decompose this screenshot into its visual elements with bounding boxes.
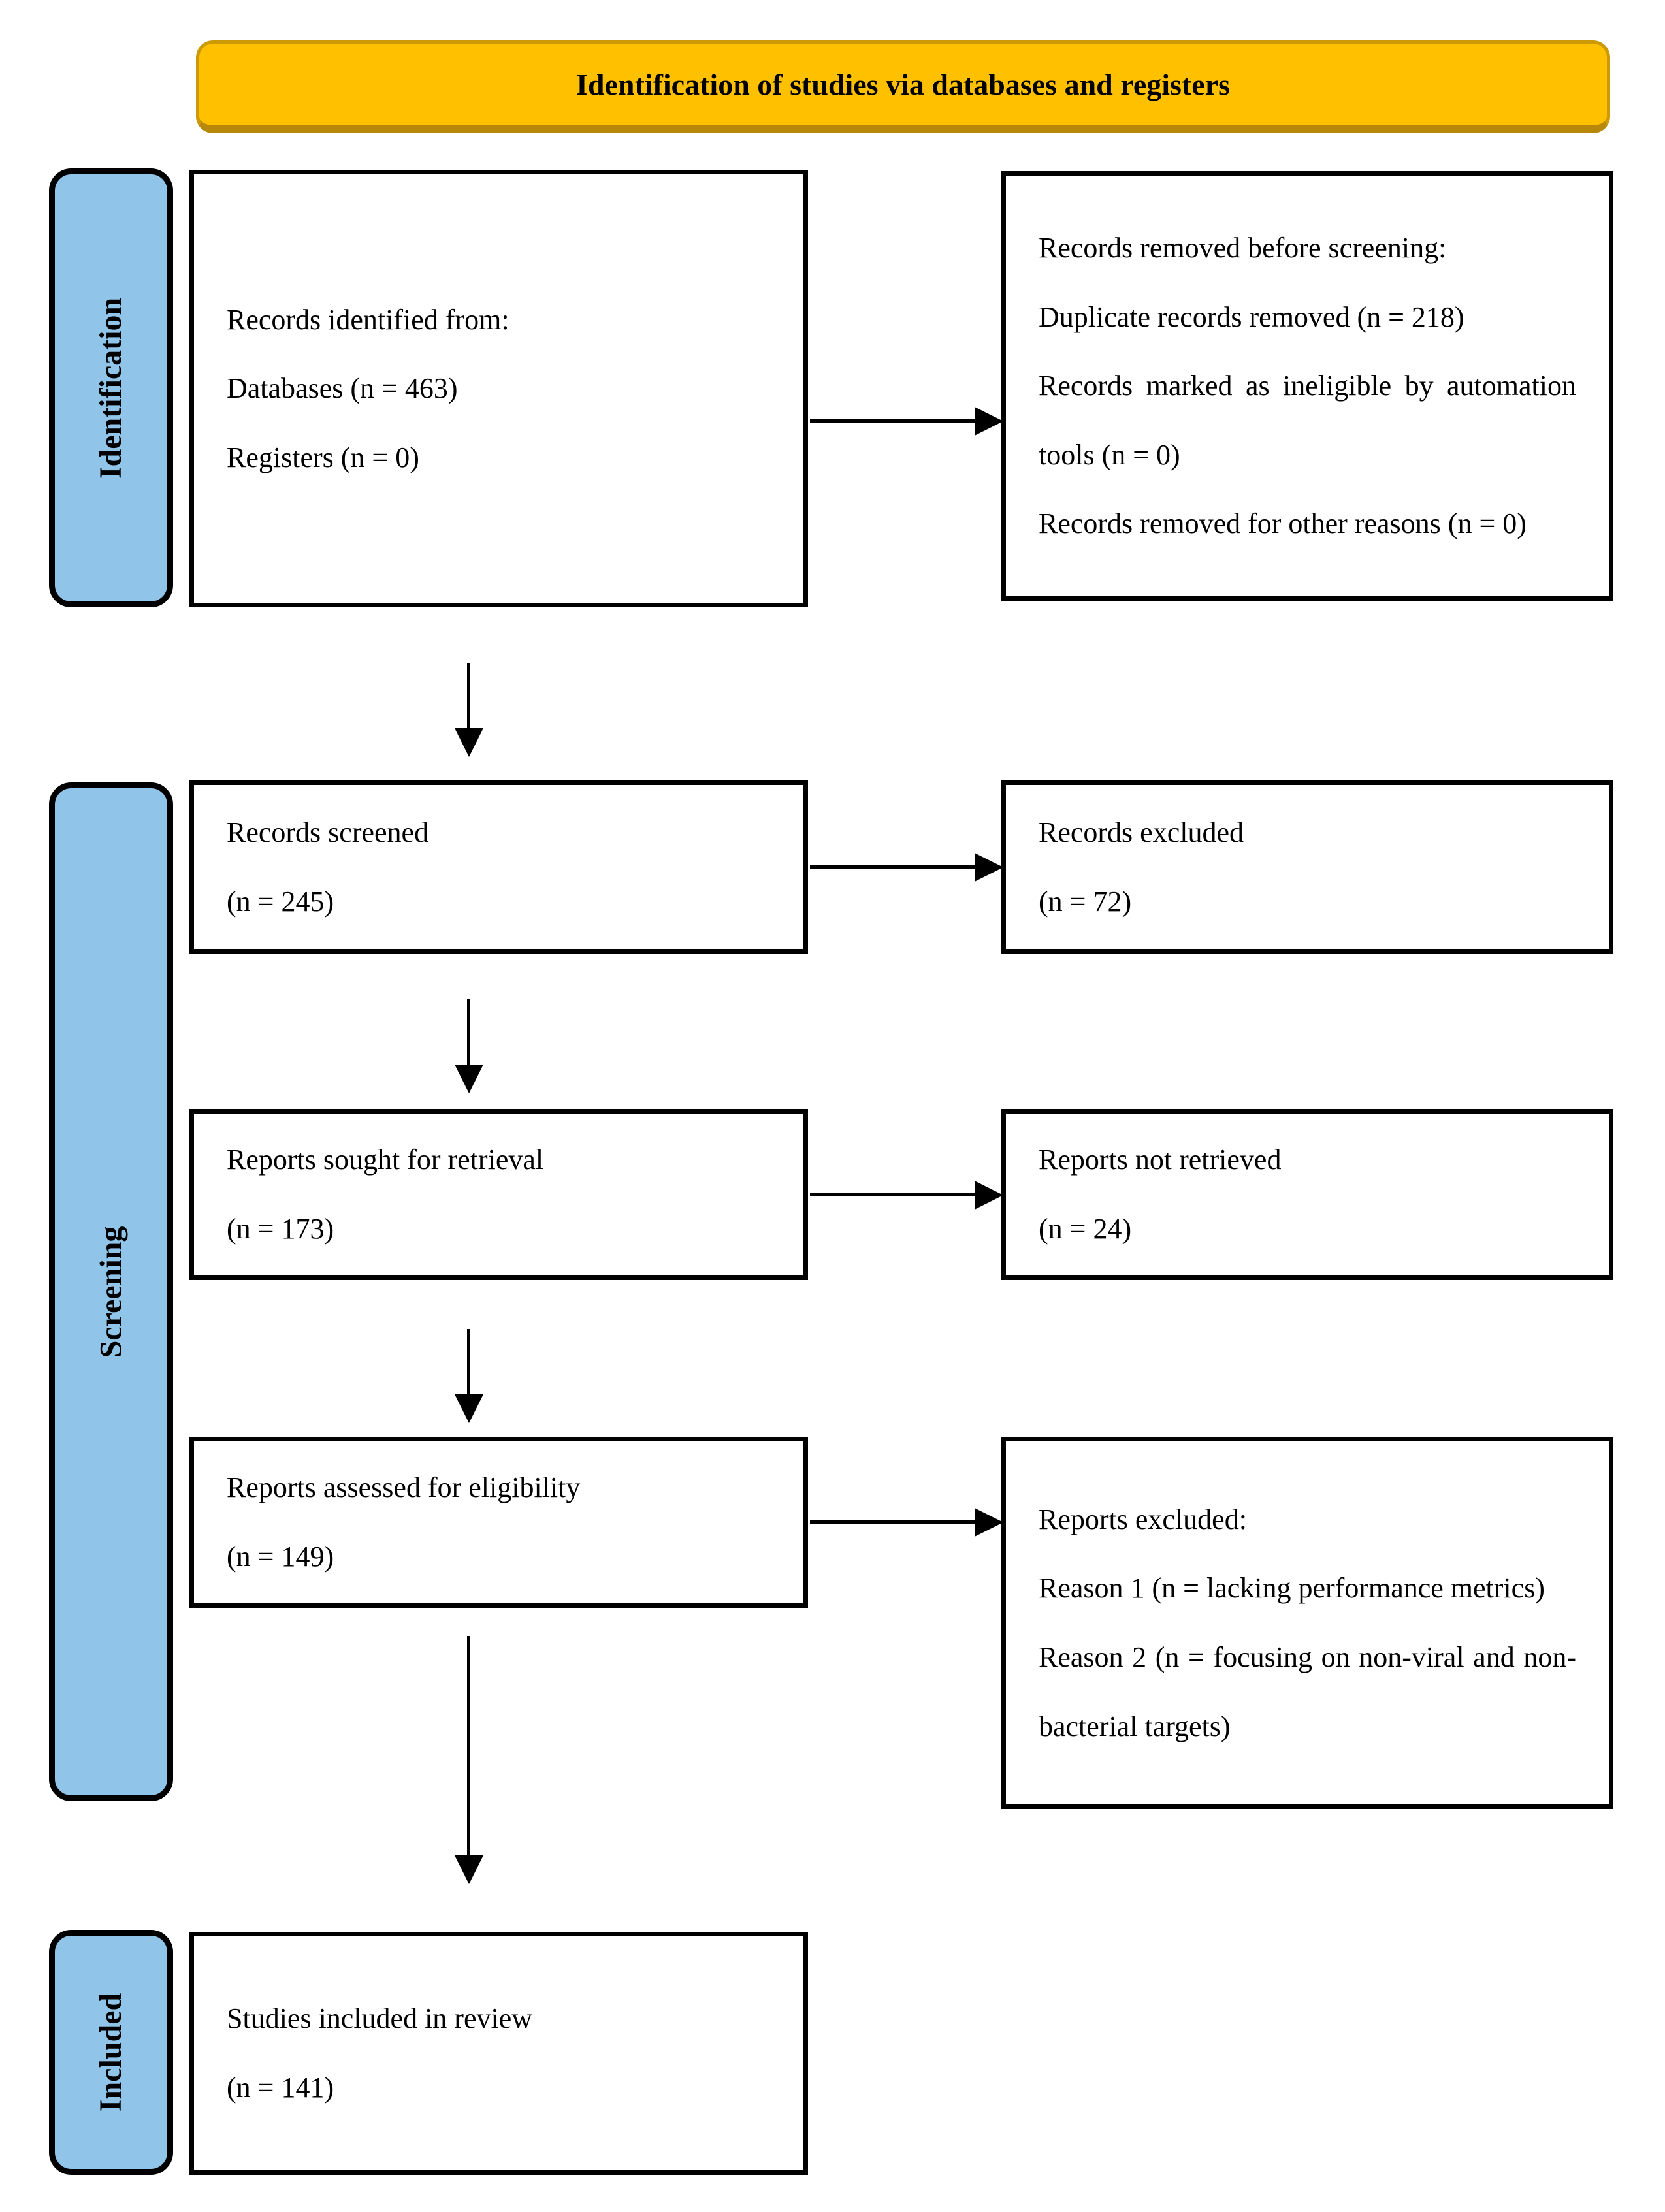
down-arrow-icon	[467, 1329, 470, 1394]
box-records-screened: Records screened (n = 245)	[189, 780, 808, 954]
box-line: Records excluded	[1039, 816, 1244, 848]
box-line: Reason 1 (n = lacking performance metric…	[1039, 1572, 1545, 1605]
right-arrow-icon	[810, 419, 975, 423]
box-line: Records marked as ineligible by automati…	[1039, 370, 1576, 471]
box-line: Records identified from:	[227, 303, 509, 336]
stage-label-screening: Screening	[49, 782, 173, 1801]
right-arrow-icon	[810, 1193, 975, 1196]
box-line: (n = 173)	[227, 1213, 334, 1245]
box-line: Reason 2 (n = focusing on non-viral and …	[1039, 1641, 1576, 1742]
box-line: (n = 149)	[227, 1541, 334, 1573]
stage-label-text: Identification	[93, 297, 129, 479]
box-line: Studies included in review	[227, 2002, 533, 2035]
box-line: Records removed before screening:	[1039, 232, 1447, 264]
box-reports-assessed: Reports assessed for eligibility (n = 14…	[189, 1437, 808, 1608]
box-line: (n = 245)	[227, 885, 334, 918]
box-reports-sought: Reports sought for retrieval (n = 173)	[189, 1109, 808, 1280]
box-studies-included: Studies included in review (n = 141)	[189, 1932, 808, 2175]
stage-label-included: Included	[49, 1930, 173, 2175]
box-line: Records screened	[227, 816, 429, 848]
down-arrow-icon	[467, 1636, 470, 1855]
box-line: Databases (n = 463)	[227, 372, 458, 405]
box-line: Registers (n = 0)	[227, 441, 419, 473]
right-arrow-icon	[810, 1520, 975, 1524]
box-records-excluded: Records excluded (n = 72)	[1001, 780, 1613, 954]
box-records-identified: Records identified from: Databases (n = …	[189, 170, 808, 607]
box-line: Records removed for other reasons (n = 0…	[1039, 507, 1527, 540]
down-arrow-icon	[467, 663, 470, 728]
box-reports-not-retrieved: Reports not retrieved (n = 24)	[1001, 1109, 1613, 1280]
box-line: Reports not retrieved	[1039, 1144, 1282, 1176]
stage-label-identification: Identification	[49, 168, 173, 607]
box-line: (n = 141)	[227, 2072, 334, 2104]
stage-label-text: Included	[93, 1993, 129, 2112]
box-reports-excluded: Reports excluded: Reason 1 (n = lacking …	[1001, 1437, 1613, 1809]
banner-title: Identification of studies via databases …	[196, 40, 1610, 133]
banner-title-text: Identification of studies via databases …	[576, 68, 1230, 101]
box-line: Reports excluded:	[1039, 1503, 1247, 1535]
box-line: (n = 72)	[1039, 885, 1132, 918]
stage-label-text: Screening	[93, 1226, 129, 1358]
box-line: Duplicate records removed (n = 218)	[1039, 300, 1464, 333]
box-line: (n = 24)	[1039, 1213, 1132, 1245]
box-line: Reports sought for retrieval	[227, 1144, 544, 1176]
box-records-removed-before-screening: Records removed before screening: Duplic…	[1001, 171, 1613, 601]
down-arrow-icon	[467, 999, 470, 1065]
box-line: Reports assessed for eligibility	[227, 1471, 581, 1504]
right-arrow-icon	[810, 865, 975, 869]
